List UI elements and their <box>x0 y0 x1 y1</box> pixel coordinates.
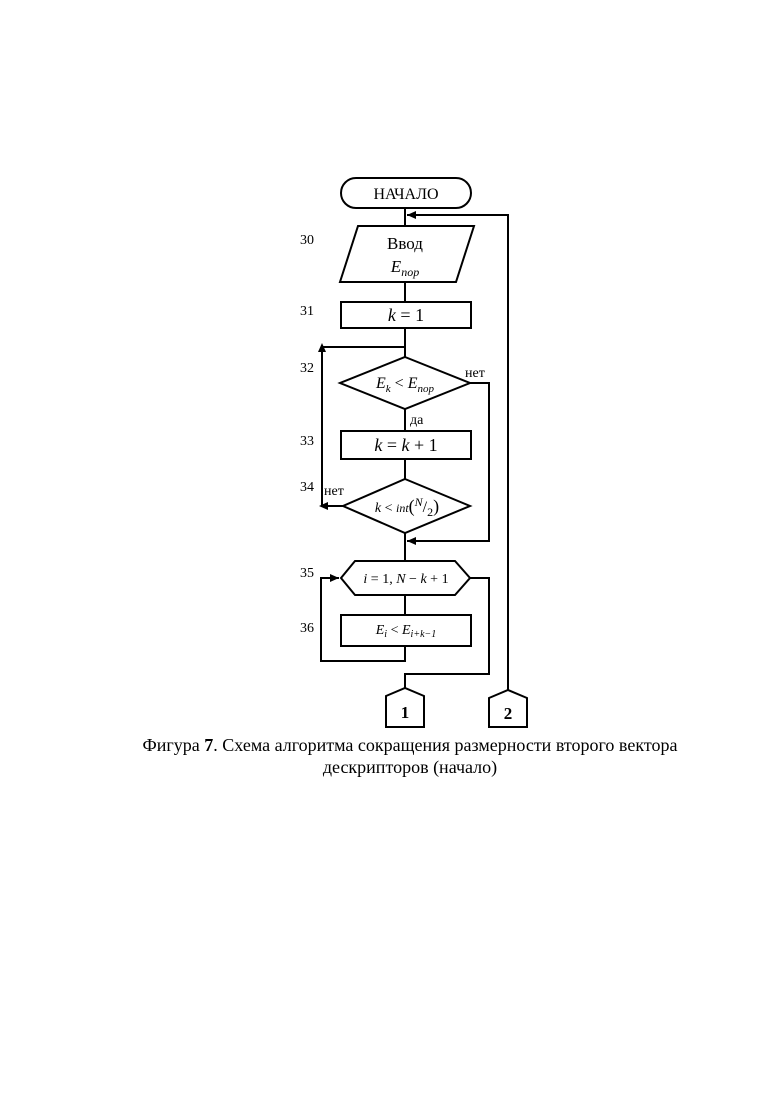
process-text-33: k = k + 1 <box>374 435 437 455</box>
caption-line-1: Фигура 7. Схема алгоритма сокращения раз… <box>60 734 760 756</box>
decision-34-no-label: нет <box>324 484 344 499</box>
step-number-32: 32 <box>300 361 314 376</box>
start-label: НАЧАЛО <box>373 186 438 203</box>
step-number-33: 33 <box>300 434 314 449</box>
process-text-31: k = 1 <box>388 305 424 325</box>
decision-32-yes-label: да <box>410 413 424 428</box>
decision-32-no-label: нет <box>465 366 485 381</box>
connector-2-label: 2 <box>504 704 513 723</box>
connector-1-label: 1 <box>401 703 410 722</box>
caption-line-2: дескрипторов (начало) <box>60 756 760 778</box>
arrowhead-34-no <box>319 502 328 510</box>
figure-caption: Фигура 7. Схема алгоритма сокращения раз… <box>60 734 760 778</box>
step-number-36: 36 <box>300 621 314 636</box>
input-label: Ввод <box>387 234 423 253</box>
step-number-35: 35 <box>300 566 314 581</box>
step-number-34: 34 <box>300 480 314 495</box>
step-number-31: 31 <box>300 304 314 319</box>
step-number-30: 30 <box>300 233 314 248</box>
loop-text-35: i = 1, N − k + 1 <box>363 572 448 587</box>
